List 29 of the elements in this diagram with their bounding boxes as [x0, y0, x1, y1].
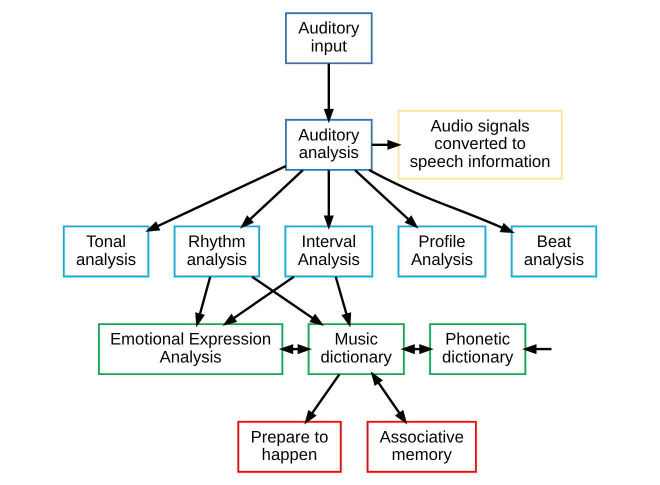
arrow — [334, 276, 352, 328]
arrow — [354, 169, 419, 229]
node-box: Rhythm analysis — [174, 226, 260, 278]
node-box: Tonal analysis — [62, 226, 150, 278]
arrow — [145, 165, 286, 232]
node-box: Associative memory — [366, 420, 477, 473]
arrow — [251, 276, 324, 326]
arrow — [304, 374, 340, 425]
arrow — [324, 64, 334, 124]
arrow — [222, 276, 295, 326]
node-box: Interval Analysis — [284, 226, 374, 278]
node-box: Beat analysis — [510, 226, 598, 278]
node-box: Audio signals converted to speech information — [398, 110, 563, 180]
node-box: Phonetic dictionary — [429, 323, 526, 376]
node-box: Auditory analysis — [285, 118, 373, 171]
arrow — [368, 168, 515, 234]
node-box: Profile Analysis — [398, 226, 486, 278]
arrow — [240, 169, 304, 229]
node-box: Music dictionary — [308, 323, 405, 376]
node-box: Emotional Expression Analysis — [98, 323, 284, 376]
arrow — [522, 344, 552, 354]
arrow — [324, 170, 334, 230]
arrow — [370, 371, 408, 425]
arrow — [400, 344, 434, 354]
arrow — [195, 276, 212, 328]
node-box: Prepare to happen — [237, 420, 342, 473]
node-box: Auditory input — [285, 12, 373, 64]
arrow — [278, 344, 312, 354]
arrow — [372, 140, 402, 150]
